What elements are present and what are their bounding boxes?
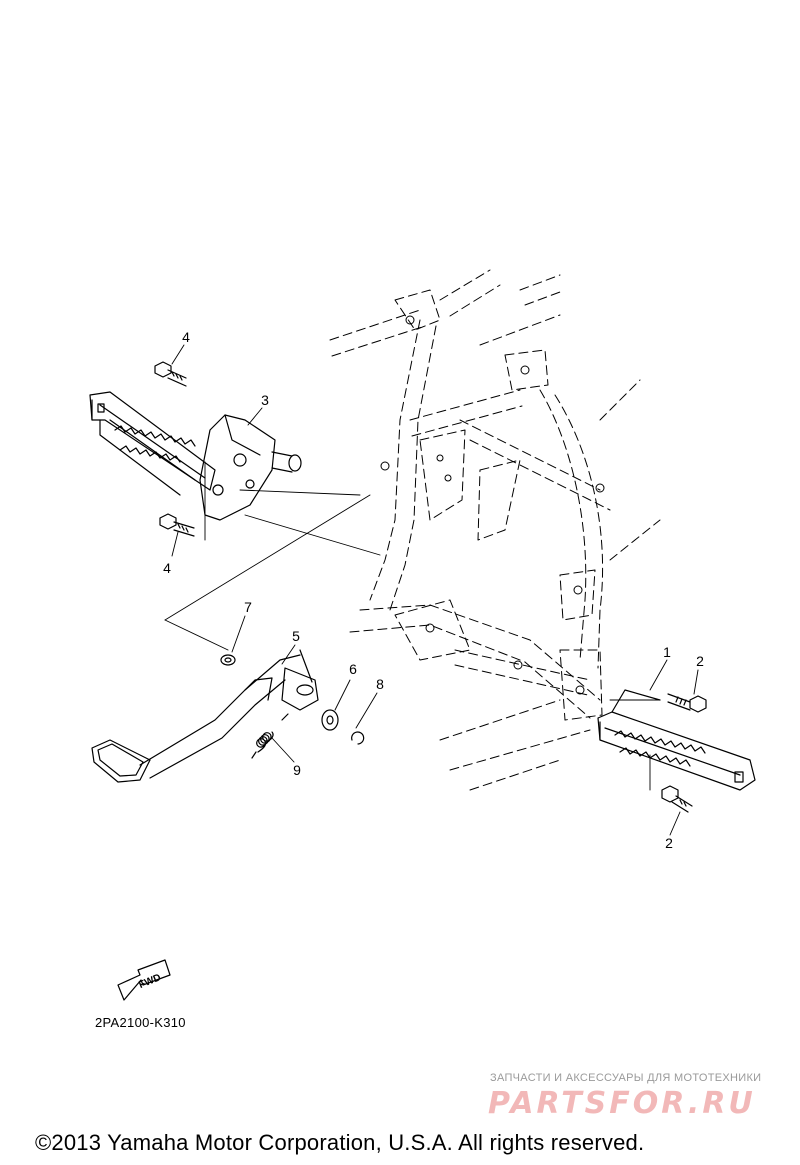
leader-1 — [649, 659, 668, 691]
watermark-logo: PARTSFOR.RU — [488, 1086, 756, 1121]
leader-4a — [171, 344, 185, 365]
callout-3: 3 — [261, 392, 269, 408]
callout-2-upper: 2 — [696, 653, 704, 669]
circlip-8 — [351, 731, 365, 745]
leader-5 — [281, 644, 296, 665]
washer-7 — [220, 654, 236, 666]
washer-6 — [321, 709, 339, 731]
fwd-label: FWD — [137, 972, 162, 991]
leader-9 — [271, 737, 295, 763]
frame-brackets — [380, 315, 605, 695]
callout-6: 6 — [349, 661, 357, 677]
leader-7 — [231, 615, 246, 653]
left-footrest — [89, 391, 216, 496]
copyright-notice: ©2013 Yamaha Motor Corporation, U.S.A. A… — [35, 1130, 645, 1155]
leader-8 — [355, 692, 378, 729]
right-footrest — [597, 689, 756, 791]
callout-5: 5 — [292, 628, 300, 644]
figure-code: 2PA2100-K310 — [95, 1015, 186, 1030]
callout-4-upper: 4 — [182, 329, 190, 345]
leader-3 — [247, 407, 263, 426]
leader-2a — [693, 669, 699, 695]
bolt-right-lower — [661, 785, 693, 813]
callout-4-lower: 4 — [163, 560, 171, 576]
bolt-right-upper — [667, 693, 707, 713]
brake-pedal — [91, 649, 319, 783]
fwd-arrow-icon — [117, 959, 171, 1001]
watermark-tagline: ЗАПЧАСТИ И АКСЕССУАРЫ ДЛЯ МОТОТЕХНИКИ — [490, 1072, 762, 1084]
leader-4b — [171, 531, 179, 557]
callout-7: 7 — [244, 599, 252, 615]
return-spring-9 — [251, 713, 289, 759]
assembly-guide-lines — [164, 461, 661, 791]
motorcycle-frame — [329, 269, 661, 791]
callout-8: 8 — [376, 676, 384, 692]
bolt-upper-left — [154, 361, 187, 387]
callout-9: 9 — [293, 762, 301, 778]
leader-6 — [334, 679, 351, 711]
callout-1: 1 — [663, 644, 671, 660]
callout-2-lower: 2 — [665, 835, 673, 851]
leader-2b — [669, 811, 681, 836]
bolt-lower-left — [159, 513, 195, 537]
footrest-bracket — [199, 414, 302, 521]
